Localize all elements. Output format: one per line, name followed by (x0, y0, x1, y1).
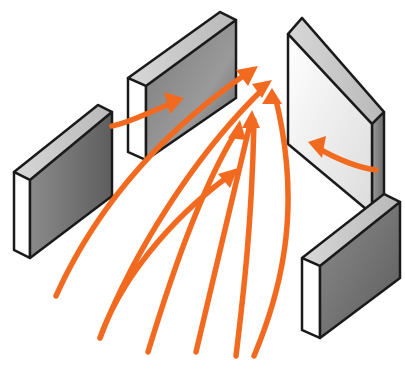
arrowhead (252, 80, 272, 98)
flow-arrow (109, 101, 173, 129)
arrowhead (164, 92, 184, 114)
flow-arrow (145, 129, 239, 355)
airflow-arrows (53, 71, 379, 359)
arrowhead (236, 66, 258, 86)
panel-top (126, 10, 238, 162)
flow-arrow (233, 117, 257, 359)
panel-bottom-right (300, 192, 402, 340)
arrowhead (262, 88, 282, 104)
arrowhead (308, 136, 326, 158)
flow-arrow (53, 71, 249, 299)
arrowhead (228, 120, 246, 140)
panel-left (12, 103, 114, 260)
panel-right (286, 16, 386, 216)
flow-arrow (97, 175, 229, 341)
flow-arrow (251, 97, 291, 359)
flow-arrow (193, 121, 253, 355)
arrowheads (164, 66, 326, 188)
arrowhead (242, 110, 260, 128)
arrowhead (218, 168, 238, 188)
